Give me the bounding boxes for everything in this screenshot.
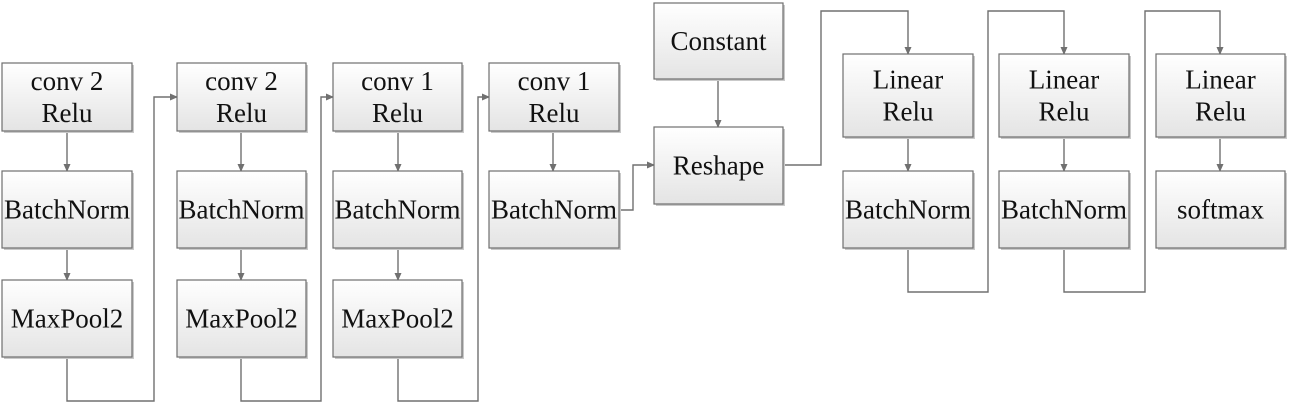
arrow-reshape-to-l1-linear bbox=[783, 10, 912, 166]
arrow-c2-pool-to-c3-conv bbox=[240, 93, 334, 402]
node-label: Relu bbox=[216, 98, 267, 128]
node-c1-bn: BatchNorm bbox=[1, 170, 134, 250]
node-label: BatchNorm bbox=[845, 195, 971, 225]
node-reshape: Reshape bbox=[653, 126, 785, 206]
node-label: BatchNorm bbox=[491, 195, 617, 225]
node-l1-bn: BatchNorm bbox=[842, 170, 975, 250]
node-label: MaxPool2 bbox=[11, 304, 124, 334]
node-label: BatchNorm bbox=[1001, 195, 1127, 225]
node-l2-bn: BatchNorm bbox=[998, 170, 1131, 250]
arrow-c3-pool-to-c4-conv bbox=[397, 93, 490, 402]
node-label: BatchNorm bbox=[4, 195, 130, 225]
node-label: Constant bbox=[670, 26, 767, 56]
node-label: conv 1 bbox=[361, 66, 434, 96]
arrow-c1-pool-to-c2-conv bbox=[66, 93, 178, 402]
node-label: Linear bbox=[873, 65, 943, 95]
node-c3-bn: BatchNorm bbox=[332, 170, 464, 250]
node-label: BatchNorm bbox=[179, 195, 305, 225]
connectors bbox=[63, 10, 1224, 402]
node-c1-pool: MaxPool2 bbox=[1, 279, 134, 359]
node-label: Relu bbox=[42, 98, 93, 128]
node-label: softmax bbox=[1177, 195, 1264, 225]
node-label: conv 2 bbox=[205, 66, 278, 96]
arrow-l1-bn-to-l2-linear bbox=[907, 10, 1068, 293]
node-label: Relu bbox=[372, 98, 423, 128]
node-c2-bn: BatchNorm bbox=[176, 170, 308, 250]
node-c2-pool: MaxPool2 bbox=[176, 279, 308, 359]
node-label: Linear bbox=[1185, 65, 1255, 95]
arrow-c4-bn-to-reshape bbox=[619, 161, 655, 211]
node-c3-pool: MaxPool2 bbox=[332, 279, 464, 359]
node-label: Relu bbox=[883, 97, 934, 127]
node-label: conv 1 bbox=[518, 66, 591, 96]
node-label: Relu bbox=[1039, 97, 1090, 127]
node-label: MaxPool2 bbox=[185, 304, 298, 334]
node-label: Linear bbox=[1029, 65, 1099, 95]
node-label: Reshape bbox=[673, 151, 764, 181]
node-softmax: softmax bbox=[1155, 170, 1287, 250]
node-c4-bn: BatchNorm bbox=[488, 170, 621, 250]
node-label: BatchNorm bbox=[335, 195, 461, 225]
node-label: MaxPool2 bbox=[341, 304, 454, 334]
node-constant: Constant bbox=[653, 2, 785, 81]
node-label: conv 2 bbox=[31, 66, 104, 96]
node-label: Relu bbox=[529, 98, 580, 128]
node-label: Relu bbox=[1195, 97, 1246, 127]
arrow-l2-bn-to-l3-linear bbox=[1063, 10, 1224, 293]
